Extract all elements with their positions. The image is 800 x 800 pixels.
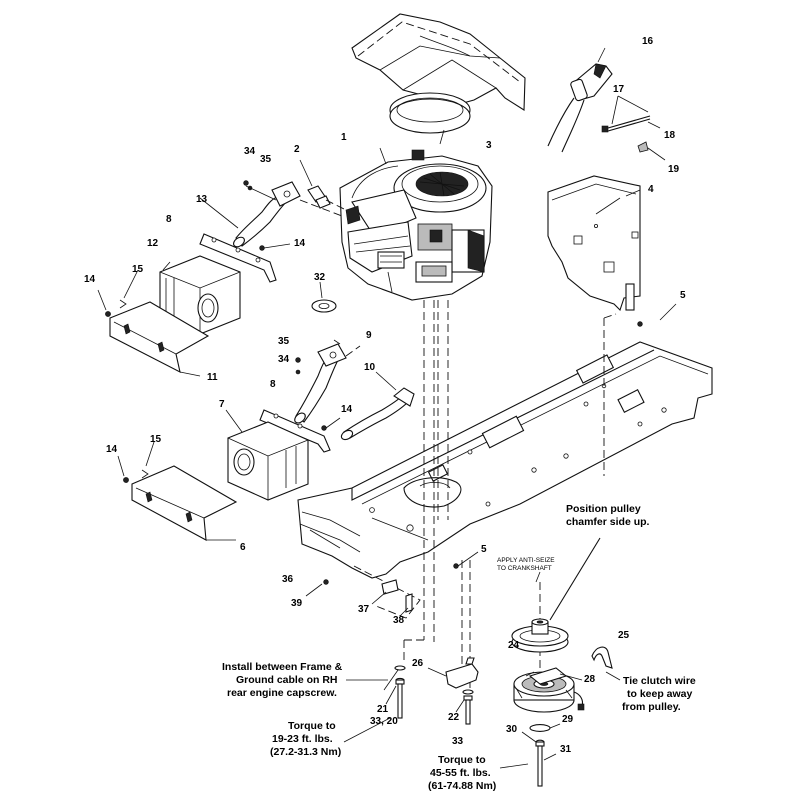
callout-9: 9	[366, 330, 372, 341]
callout-14-b: 14	[84, 274, 96, 285]
note-pulley-line-1: Position pulley	[566, 503, 641, 515]
parts-29-30-31	[521, 723, 561, 787]
callout-5-upper: 5	[680, 290, 686, 301]
callout-5-lower: 5	[481, 544, 487, 555]
parts-17-18-19	[601, 95, 666, 161]
note-torque2-line-3: (61-74.88 Nm)	[428, 780, 496, 792]
note-clutch-line-3: from pulley.	[622, 701, 681, 713]
callout-7: 7	[219, 399, 225, 410]
callout-19: 19	[668, 164, 680, 175]
note-pulley-line-2: chamfer side up.	[566, 516, 650, 528]
callout-34-b: 34	[278, 354, 290, 365]
note-clutch-line-2: to keep away	[627, 688, 693, 700]
callout-32: 32	[314, 272, 326, 283]
callout-12: 12	[147, 238, 159, 249]
callout-4: 4	[648, 184, 654, 195]
callout-33-a: 33	[452, 736, 464, 747]
callout-1: 1	[341, 132, 347, 143]
callout-2: 2	[294, 144, 300, 155]
lower-muffler-7	[225, 409, 309, 501]
note-antiseize-line-1: APPLY ANTI-SEIZE	[497, 557, 555, 564]
note-anti-seize: APPLY ANTI-SEIZE TO CRANKSHAFT	[497, 557, 555, 572]
part-1-engine	[339, 149, 493, 301]
callout-18: 18	[664, 130, 676, 141]
part-24-pulley	[511, 537, 601, 653]
callout-36: 36	[282, 574, 294, 585]
part-25-clip	[591, 646, 613, 669]
note-antiseize-line-2: TO CRANKSHAFT	[497, 565, 552, 572]
part-26-bracket	[427, 657, 479, 689]
callout-34-a: 34	[244, 146, 256, 157]
note-torque1-line-1: Torque to	[288, 720, 336, 732]
note-torque-45-55: Torque to 45-55 ft. lbs. (61-74.88 Nm)	[428, 754, 496, 792]
note-torque2-line-2: 45-55 ft. lbs.	[430, 767, 491, 779]
note-install-line-2: Ground cable on RH	[236, 674, 338, 686]
callout-8-lower: 8	[270, 379, 276, 390]
callout-28: 28	[584, 674, 596, 685]
exhaust-pipe-9	[294, 339, 361, 424]
note-torque1-line-3: (27.2-31.3 Nm)	[270, 746, 341, 758]
gasket-32	[311, 281, 337, 313]
callout-10: 10	[364, 362, 376, 373]
callout-33-20: 33, 20	[370, 716, 398, 727]
part-2-spark-plug	[299, 159, 347, 211]
callout-21: 21	[377, 704, 389, 715]
bolts-21-33-20	[383, 665, 406, 719]
upper-bracket-8	[199, 233, 291, 283]
callout-35-b: 35	[278, 336, 290, 347]
upper-muffler-12	[159, 255, 241, 335]
note-torque2-line-1: Torque to	[438, 754, 486, 766]
callout-37: 37	[358, 604, 370, 615]
note-torque-19-23: Torque to 19-23 ft. lbs. (27.2-31.3 Nm)	[270, 720, 341, 758]
upper-exhaust-pipe-13	[199, 180, 343, 248]
callout-30: 30	[506, 724, 518, 735]
callout-labels: 1 2 3 4 5 5 6 7 8 8 9 10 11 12 13 14 14 …	[84, 36, 686, 755]
callout-13: 13	[196, 194, 208, 205]
note-torque1-line-2: 19-23 ft. lbs.	[272, 733, 333, 745]
leader-lines	[343, 129, 677, 769]
exhaust-pipe-10	[340, 371, 415, 441]
lower-heat-shield-6	[117, 441, 238, 541]
callout-24: 24	[508, 640, 520, 651]
callout-25: 25	[618, 630, 630, 641]
callout-26: 26	[412, 658, 424, 669]
bolts-22-33	[455, 689, 474, 725]
callout-15-a: 15	[132, 264, 144, 275]
callout-31: 31	[560, 744, 572, 755]
callout-35-a: 35	[260, 154, 272, 165]
part-3-shroud	[351, 13, 526, 134]
callout-6: 6	[240, 542, 246, 553]
callout-29: 29	[562, 714, 574, 725]
callout-38: 38	[393, 615, 405, 626]
part-28-clutch	[513, 667, 585, 713]
callout-11: 11	[207, 372, 218, 383]
part-36-frame	[297, 341, 713, 619]
callout-17: 17	[613, 84, 625, 95]
note-install-between: Install between Frame & Ground cable on …	[222, 661, 343, 699]
callout-15-b: 15	[150, 434, 162, 445]
callout-14-d: 14	[106, 444, 118, 455]
note-install-line-3: rear engine capscrew.	[227, 687, 337, 699]
note-install-line-1: Install between Frame &	[222, 661, 343, 673]
callout-8-upper: 8	[166, 214, 172, 225]
callout-14-c: 14	[341, 404, 353, 415]
lower-bracket-8	[259, 409, 341, 453]
part-4-plate	[547, 175, 643, 327]
callout-39: 39	[291, 598, 303, 609]
callout-16: 16	[642, 36, 654, 47]
note-position-pulley: Position pulley chamfer side up.	[566, 503, 650, 528]
callout-3: 3	[486, 140, 492, 151]
part-16-throttle-control	[547, 47, 613, 153]
callout-22: 22	[448, 712, 460, 723]
note-tie-clutch-wire: Tie clutch wire to keep away from pulley…	[622, 675, 696, 713]
upper-heat-shield-11	[97, 269, 210, 377]
note-clutch-line-1: Tie clutch wire	[623, 675, 696, 687]
callout-14-a: 14	[294, 238, 306, 249]
